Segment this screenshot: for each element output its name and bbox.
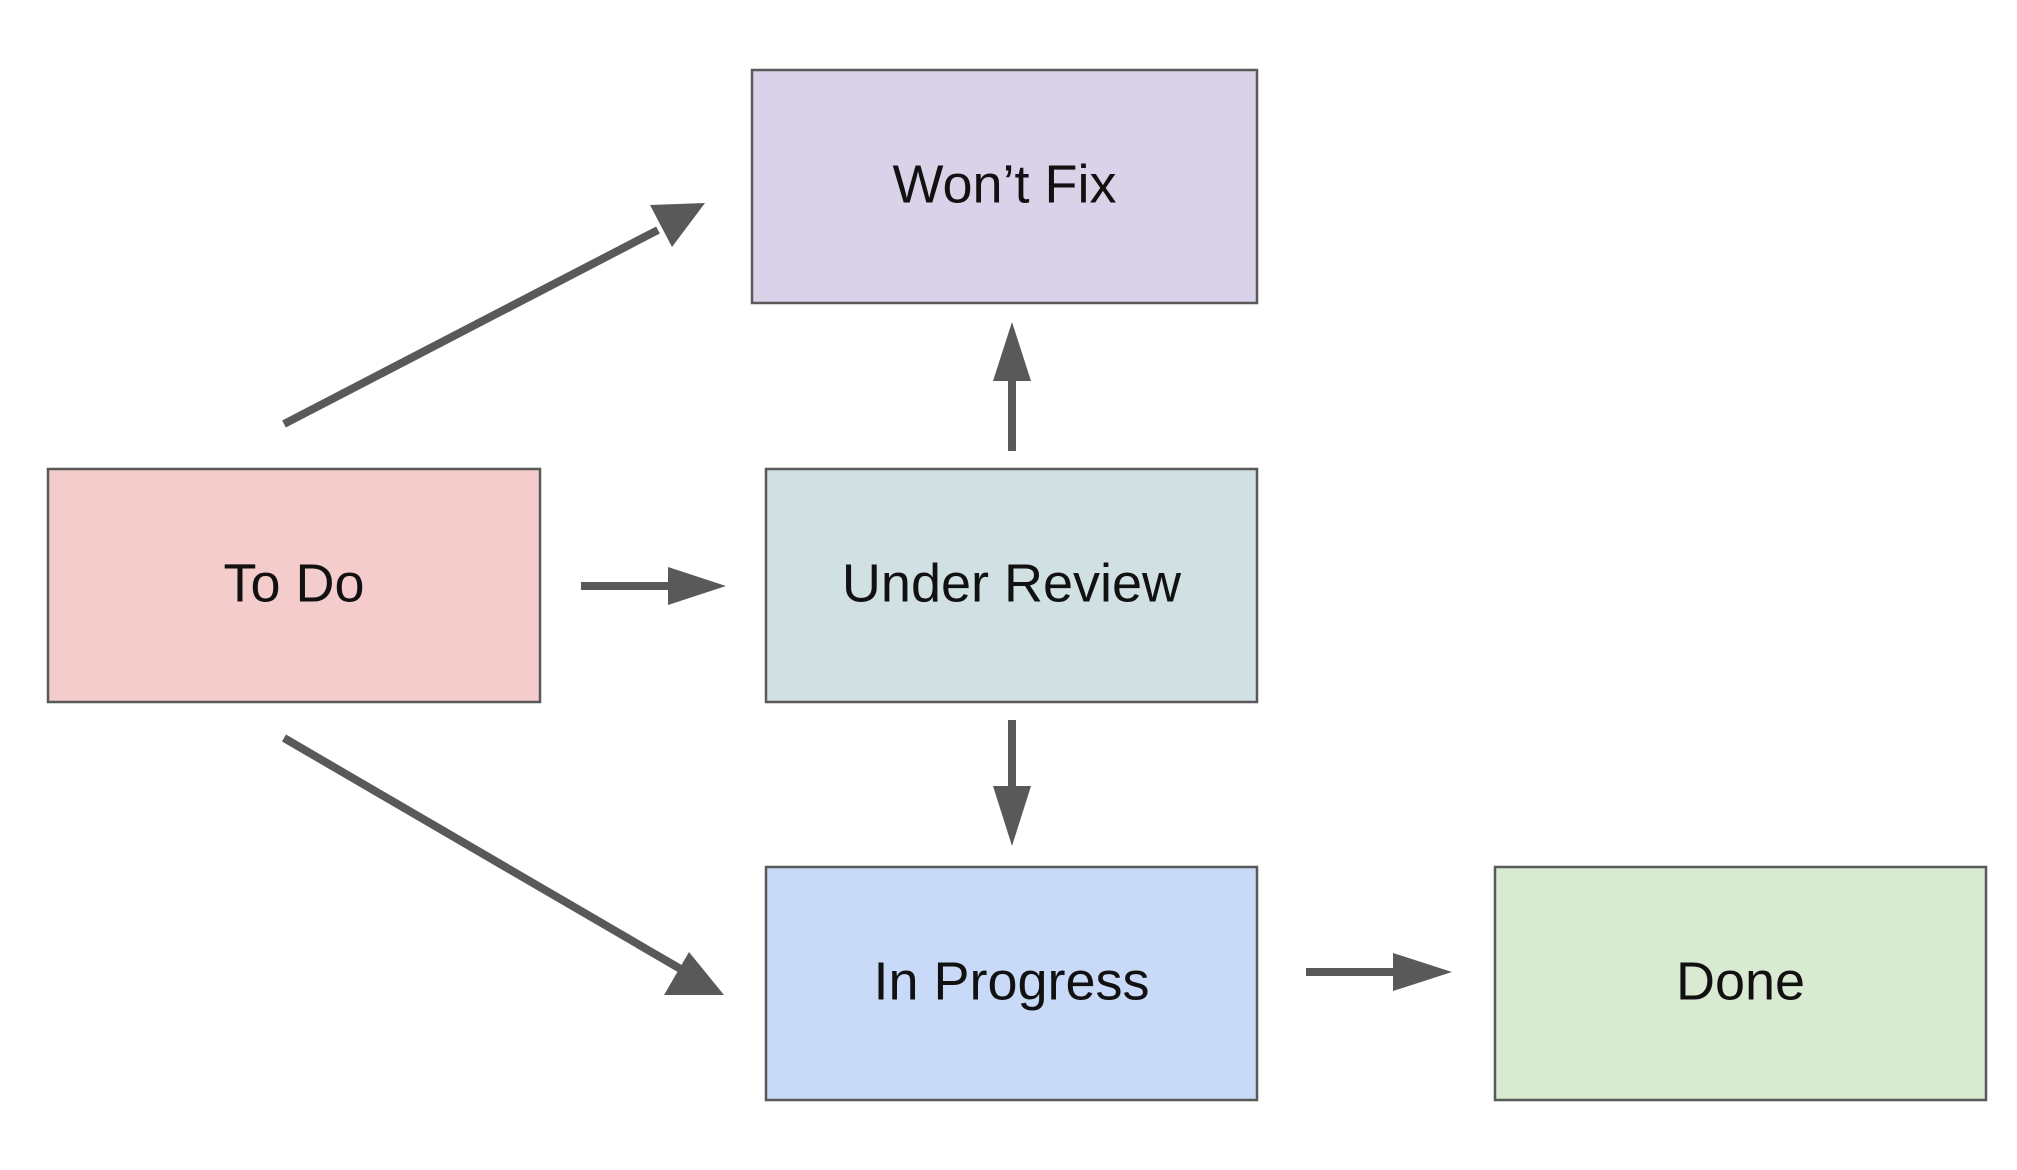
node-in-progress[interactable]: In Progress xyxy=(764,865,1259,1102)
node-to-do-label: To Do xyxy=(223,553,364,613)
node-done-box xyxy=(1493,865,1988,1102)
node-in-progress-box xyxy=(764,865,1259,1102)
arrow-todo-to-wont-fix xyxy=(282,203,705,428)
node-in-progress-label: In Progress xyxy=(873,951,1149,1011)
node-wont-fix-box xyxy=(750,68,1259,305)
node-wont-fix-label: Won’t Fix xyxy=(892,154,1116,214)
arrow-under-review-to-in-progress xyxy=(993,720,1031,846)
arrow-todo-to-under-review xyxy=(581,567,726,605)
arrow-in-progress-to-done xyxy=(1306,953,1452,991)
node-under-review[interactable]: Under Review xyxy=(764,467,1259,704)
arrow-under-review-to-wont-fix xyxy=(993,322,1031,451)
node-to-do-box xyxy=(46,467,542,704)
node-to-do[interactable]: To Do xyxy=(46,467,542,704)
node-wont-fix[interactable]: Won’t Fix xyxy=(750,68,1259,305)
node-under-review-label: Under Review xyxy=(842,553,1182,613)
node-done-label: Done xyxy=(1676,951,1805,1011)
node-under-review-box xyxy=(764,467,1259,704)
arrow-todo-to-in-progress xyxy=(281,734,724,995)
node-done[interactable]: Done xyxy=(1493,865,1988,1102)
